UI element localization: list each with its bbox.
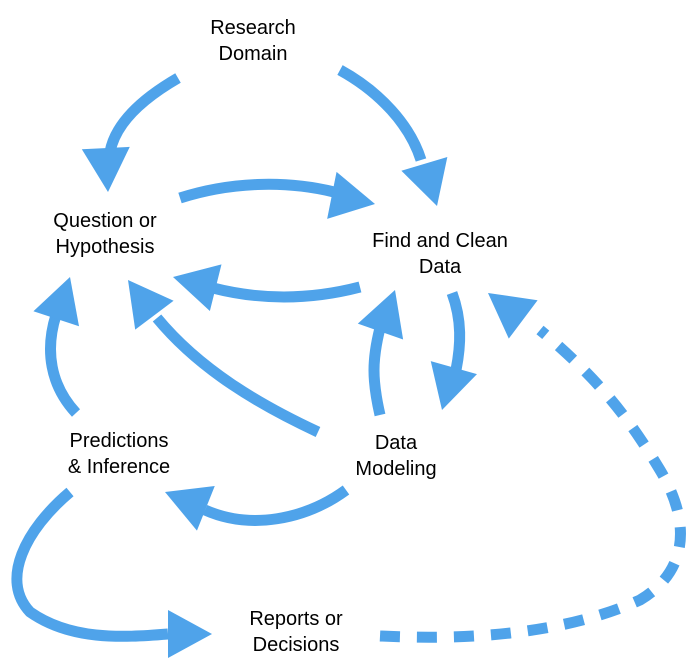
arrow-reports-decisions-to-find-clean-data-head — [488, 293, 538, 339]
arrow-predictions-inference-to-reports-decisions — [11, 487, 212, 658]
arrow-data-modeling-to-predictions-inference-head — [165, 486, 215, 531]
arrow-research-domain-to-find-clean-data — [337, 65, 448, 206]
arrow-find-clean-data-to-question-hypothesis-head — [173, 264, 222, 311]
arrow-predictions-inference-to-question-hypothesis — [33, 277, 81, 417]
arrow-reports-decisions-to-find-clean-data — [379, 293, 686, 643]
arrow-predictions-inference-to-reports-decisions-head — [168, 610, 212, 658]
arrow-predictions-inference-to-question-hypothesis-line — [45, 313, 81, 417]
arrow-find-clean-data-to-question-hypothesis — [173, 264, 362, 311]
arrow-data-modeling-to-find-clean-data — [357, 290, 404, 417]
node-research-domain-line1: Research — [210, 17, 296, 39]
node-find-clean-data-line2: Data — [418, 256, 462, 278]
arrow-research-domain-to-question-hypothesis-head — [81, 146, 130, 192]
node-find-clean-data-line1: Find and Clean — [372, 230, 508, 252]
node-research-domain: Research Domain — [210, 15, 296, 67]
arrow-find-clean-data-to-data-modeling-head — [430, 361, 477, 410]
arrow-data-modeling-to-predictions-inference-line — [202, 485, 350, 526]
arrow-research-domain-to-question-hypothesis-line — [104, 73, 181, 154]
node-reports-decisions: Reports or Decisions — [249, 606, 342, 658]
node-reports-decisions-line2: Decisions — [252, 634, 340, 656]
node-question-hypothesis: Question or Hypothesis — [53, 208, 156, 260]
arrow-question-hypothesis-to-find-clean-data — [178, 171, 375, 219]
node-reports-decisions-line1: Reports or — [249, 608, 343, 630]
arrow-reports-decisions-to-find-clean-data-line — [379, 325, 686, 643]
diagram-edges — [11, 65, 686, 658]
node-find-clean-data: Find and Clean Data — [372, 228, 508, 280]
arrow-find-clean-data-to-data-modeling — [430, 291, 477, 410]
arrow-data-modeling-to-find-clean-data-head — [357, 290, 404, 340]
arrow-research-domain-to-find-clean-data-head — [401, 156, 448, 206]
arrow-data-modeling-to-find-clean-data-line — [368, 326, 386, 417]
arrow-data-modeling-to-question-hypothesis-head — [128, 280, 174, 330]
arrow-data-modeling-to-predictions-inference — [165, 485, 350, 531]
node-question-hypothesis-line2: Hypothesis — [55, 236, 155, 258]
arrow-find-clean-data-to-question-hypothesis-line — [211, 281, 362, 303]
arrow-find-clean-data-to-data-modeling-line — [446, 291, 466, 372]
node-data-modeling-line1: Data — [374, 432, 418, 454]
node-research-domain-line2: Domain — [218, 43, 288, 65]
arrow-research-domain-to-find-clean-data-line — [337, 65, 427, 162]
arrow-question-hypothesis-to-find-clean-data-line — [178, 178, 336, 204]
node-predictions-inference: Predictions & Inference — [68, 428, 170, 480]
arrow-predictions-inference-to-reports-decisions-line — [11, 487, 169, 642]
arrow-data-modeling-to-question-hypothesis-line — [152, 314, 321, 437]
node-data-modeling-line2: Modeling — [355, 458, 437, 480]
node-predictions-inference-line1: Predictions — [69, 430, 169, 452]
arrow-data-modeling-to-question-hypothesis — [128, 280, 321, 437]
node-data-modeling: Data Modeling — [355, 430, 436, 482]
arrow-research-domain-to-question-hypothesis — [81, 73, 181, 192]
arrow-question-hypothesis-to-find-clean-data-head — [327, 171, 375, 219]
node-predictions-inference-line2: & Inference — [67, 456, 171, 478]
node-question-hypothesis-line1: Question or — [53, 210, 157, 232]
arrow-predictions-inference-to-question-hypothesis-head — [33, 277, 80, 327]
